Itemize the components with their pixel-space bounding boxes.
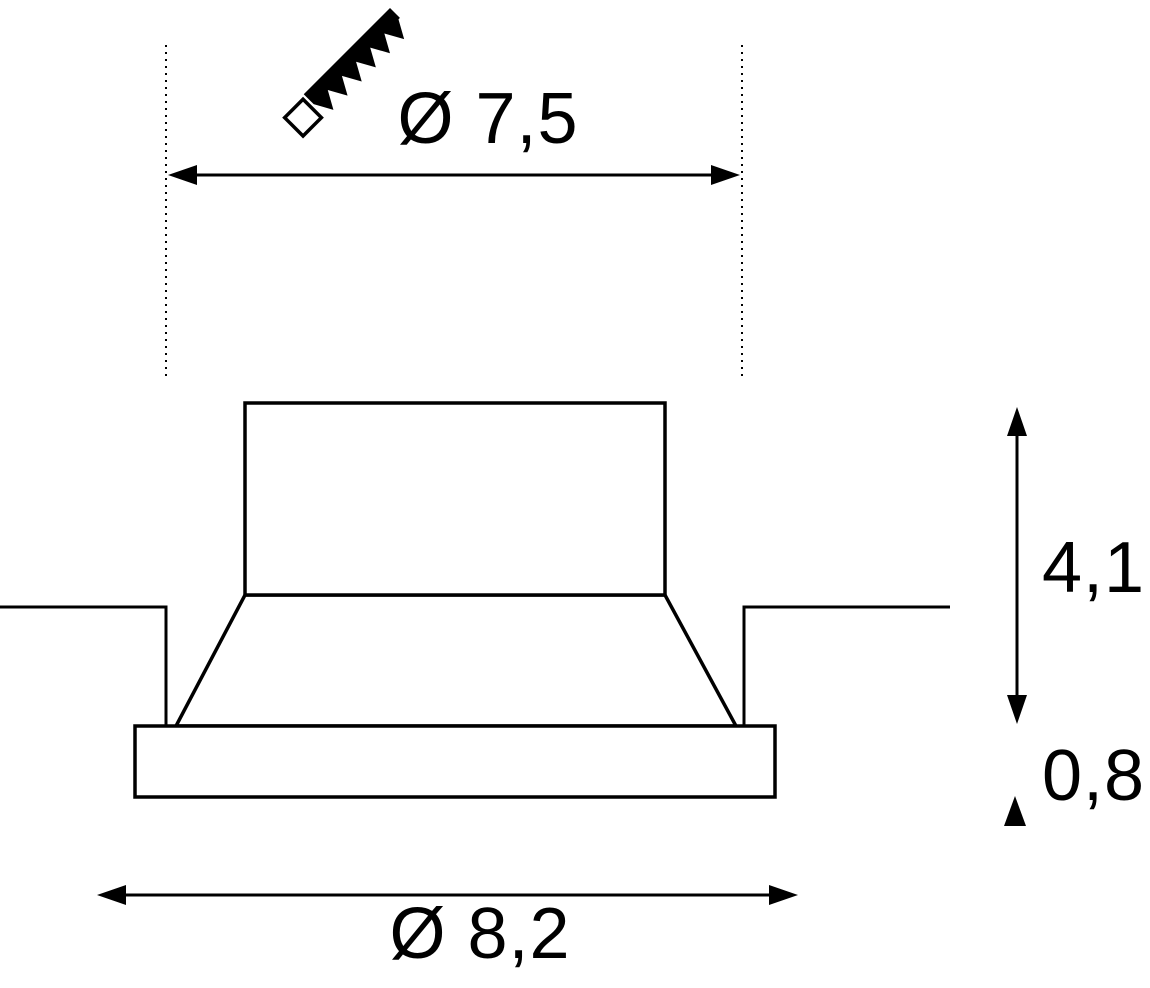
arrowhead-right-icon: [711, 165, 740, 185]
flange-thickness-dimension: 0,8: [1004, 736, 1145, 826]
saw-cut-icon: [282, 8, 405, 139]
arrowhead-left-icon: [97, 885, 126, 905]
cutout-diameter-dimension: Ø 7,5: [168, 79, 740, 185]
saw-blade-shape: [303, 8, 405, 110]
overall-diameter-label: Ø 8,2: [389, 894, 570, 974]
ceiling-line-left: [0, 605, 168, 726]
arrowhead-up-icon: [1007, 407, 1027, 436]
cutout-diameter-label: Ø 7,5: [397, 79, 578, 159]
ceiling-lines: [0, 605, 950, 726]
fixture-top-housing: [243, 401, 667, 597]
arrowhead-down-icon: [1007, 695, 1027, 724]
height-dimension: 4,1: [1007, 407, 1145, 724]
overall-diameter-dimension: Ø 8,2: [97, 885, 798, 974]
saw-tip-square: [282, 96, 324, 139]
flange-arrowhead-up-icon: [1004, 796, 1026, 826]
fixture-flange: [133, 724, 777, 799]
flange-thickness-label: 0,8: [1042, 736, 1145, 816]
fixture-cross-section: [133, 401, 777, 799]
height-label: 4,1: [1042, 528, 1145, 608]
arrowhead-right-icon: [769, 885, 798, 905]
arrowhead-left-icon: [168, 165, 197, 185]
ceiling-line-right: [742, 605, 950, 726]
fixture-body-trapezoid: [173, 593, 739, 728]
